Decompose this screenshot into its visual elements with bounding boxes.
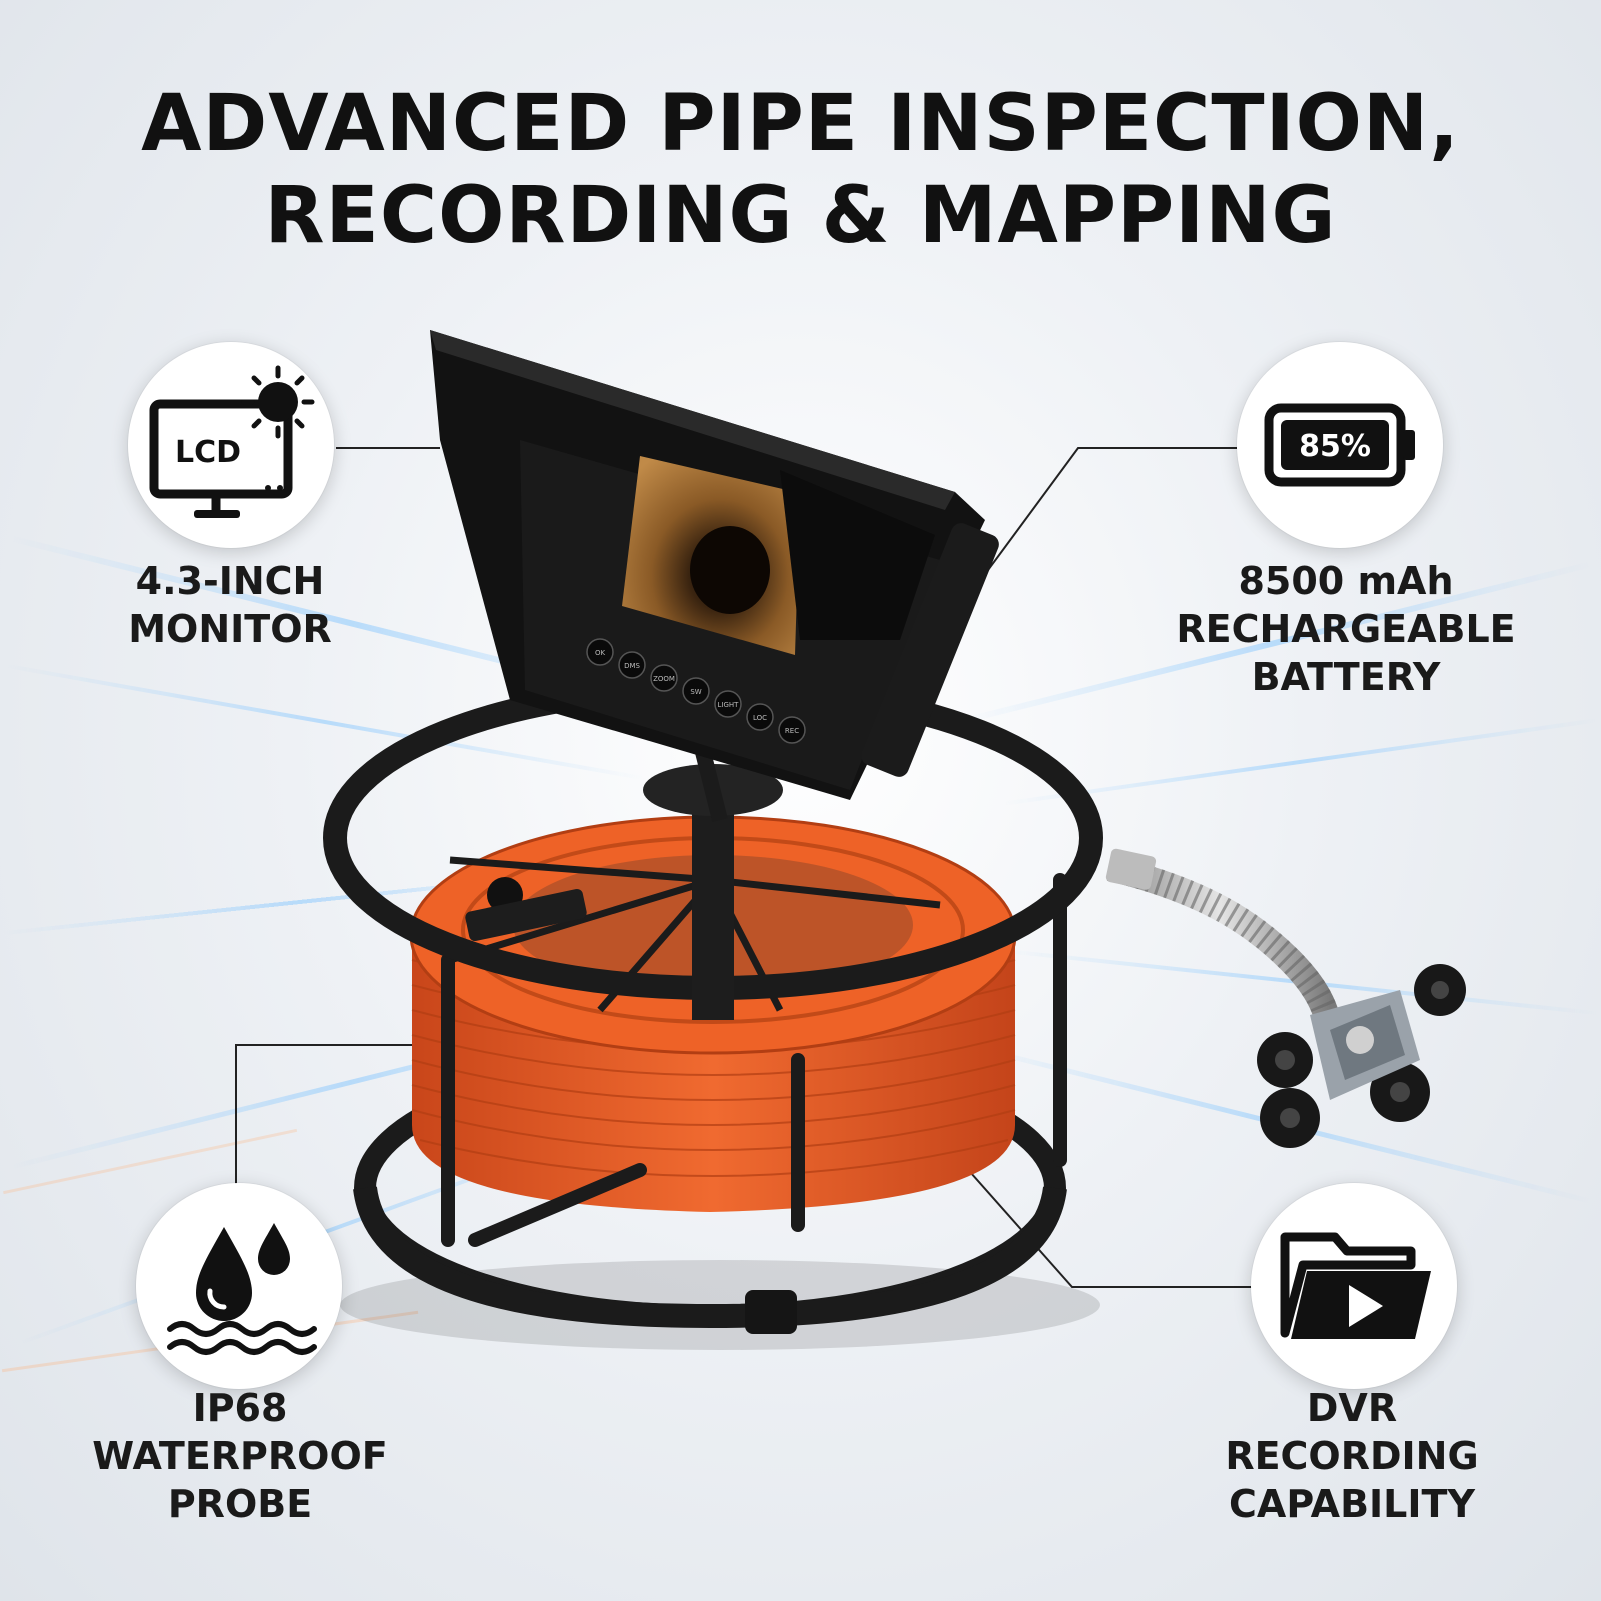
dvr-feature-badge (1251, 1183, 1457, 1389)
probe-head (1105, 848, 1466, 1148)
waterproof-label-line-3: PROBE (167, 1482, 313, 1526)
monitor-label-line-2: MONITOR (128, 607, 332, 651)
water-drops-icon (167, 1223, 317, 1355)
reel-frame (323, 676, 1103, 1334)
monitor-device (430, 330, 999, 822)
video-folder-icon (1280, 1232, 1431, 1339)
lcd-icon-text: LCD (175, 435, 241, 470)
battery-label-line-3: BATTERY (1251, 655, 1441, 699)
battery-label-line-1: 8500 mAh (1238, 559, 1454, 603)
waterproof-feature-label: IP68 WATERPROOF PROBE (30, 1384, 450, 1528)
lcd-monitor-sun-icon: LCD (149, 365, 315, 518)
monitor-label-line-1: 4.3-INCH (135, 559, 325, 603)
battery-feature-label: 8500 mAh RECHARGEABLE BATTERY (1136, 557, 1556, 701)
battery-label-line-2: RECHARGEABLE (1176, 607, 1516, 651)
dvr-label-line-2: RECORDING (1225, 1434, 1479, 1478)
battery-icon: 85% (1264, 403, 1415, 487)
battery-feature-badge: 85% (1237, 342, 1443, 548)
waterproof-label-line-1: IP68 (192, 1386, 288, 1430)
monitor-feature-label: 4.3-INCH MONITOR (20, 557, 440, 653)
waterproof-label-line-2: WATERPROOF (92, 1434, 388, 1478)
title-line-2: RECORDING & MAPPING (264, 171, 1337, 261)
title-line-1: ADVANCED PIPE INSPECTION, (141, 79, 1460, 169)
monitor-feature-badge: LCD (128, 342, 334, 548)
dvr-label-line-1: DVR (1306, 1386, 1398, 1430)
waterproof-feature-badge (136, 1183, 342, 1389)
battery-icon-text: 85% (1299, 429, 1371, 464)
dvr-feature-label: DVR RECORDING CAPABILITY (1142, 1384, 1562, 1528)
dvr-label-line-3: CAPABILITY (1229, 1482, 1475, 1526)
page-title: ADVANCED PIPE INSPECTION, RECORDING & MA… (0, 78, 1601, 262)
